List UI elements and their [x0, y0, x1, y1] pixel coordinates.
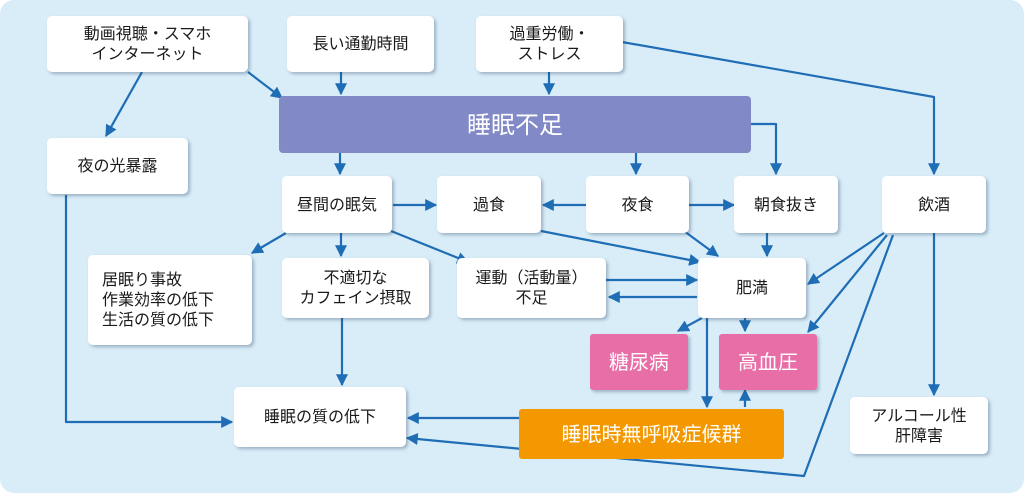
node-skipping-breakfast: 朝食抜き: [734, 176, 838, 233]
arrow-daytime-sleepiness-to-accidents: [250, 232, 287, 254]
node-overwork-stress: 過重労働・ ストレス: [476, 16, 623, 72]
node-accidents-efficiency: 居眠り事故 作業効率の低下 生活の質の低下: [88, 255, 252, 345]
node-late-night-eating: 夜食: [586, 176, 689, 233]
node-night-light-exposure: 夜の光暴露: [47, 138, 188, 194]
node-inappropriate-caffeine: 不適切な カフェイン摂取: [282, 258, 429, 318]
node-diabetes: 糖尿病: [590, 334, 688, 390]
node-sleep-apnea: 睡眠時無呼吸症候群: [519, 409, 784, 459]
arrow-obesity-to-diabetes: [676, 317, 703, 332]
node-smartphone-internet: 動画視聴・スマホ インターネット: [47, 16, 248, 72]
node-overeating: 過食: [437, 176, 541, 233]
arrow-drinking-to-obesity: [807, 232, 885, 285]
node-sleep-deprivation: 睡眠不足: [279, 96, 751, 153]
arrow-smartphone-to-night-light: [105, 71, 143, 138]
node-lack-of-exercise: 運動（活動量） 不足: [457, 258, 606, 318]
arrow-sleep-deprivation-to-skip-breakfast: [750, 122, 782, 176]
arrow-overeating-to-obesity: [540, 229, 702, 266]
node-obesity: 肥満: [698, 258, 806, 318]
arrow-night-light-to-sleep-quality: [64, 195, 234, 428]
node-long-commute: 長い通勤時間: [287, 16, 434, 72]
node-daytime-sleepiness: 昼間の眠気: [282, 176, 392, 233]
arrow-daytime-sleepiness-to-exercise: [390, 229, 470, 264]
node-poor-sleep-quality: 睡眠の質の低下: [234, 387, 406, 447]
arrow-overwork-to-drinking: [621, 40, 940, 176]
node-hypertension: 高血圧: [719, 334, 817, 390]
arrow-smartphone-to-sleep-deprivation: [247, 71, 283, 99]
arrow-drinking-to-hypertension: [807, 234, 888, 333]
node-alcoholic-liver-disease: アルコール性 肝障害: [850, 397, 988, 454]
arrow-late-eating-to-obesity: [683, 230, 719, 257]
node-drinking: 飲酒: [882, 176, 986, 233]
